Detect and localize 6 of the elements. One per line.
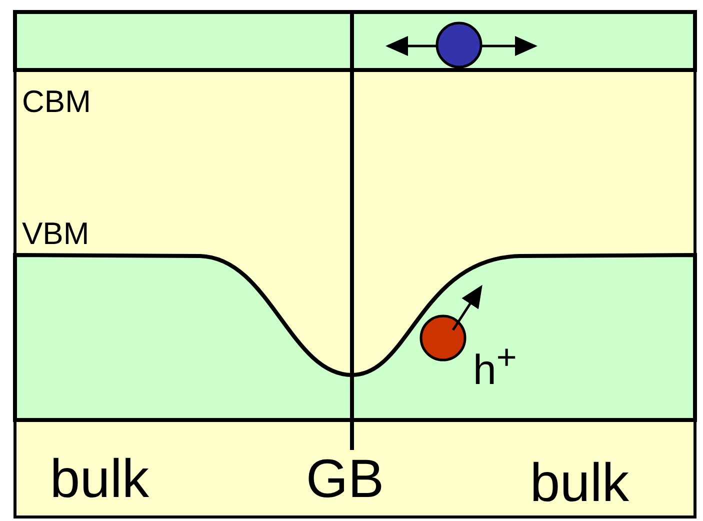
band-label: GB: [306, 452, 384, 506]
band-label: CBM: [22, 86, 91, 117]
band-label: bulk: [530, 456, 630, 510]
band-label: h$^{+}$: [473, 340, 517, 391]
band-label: bulk: [50, 452, 150, 506]
band-label: VBM: [22, 218, 90, 249]
